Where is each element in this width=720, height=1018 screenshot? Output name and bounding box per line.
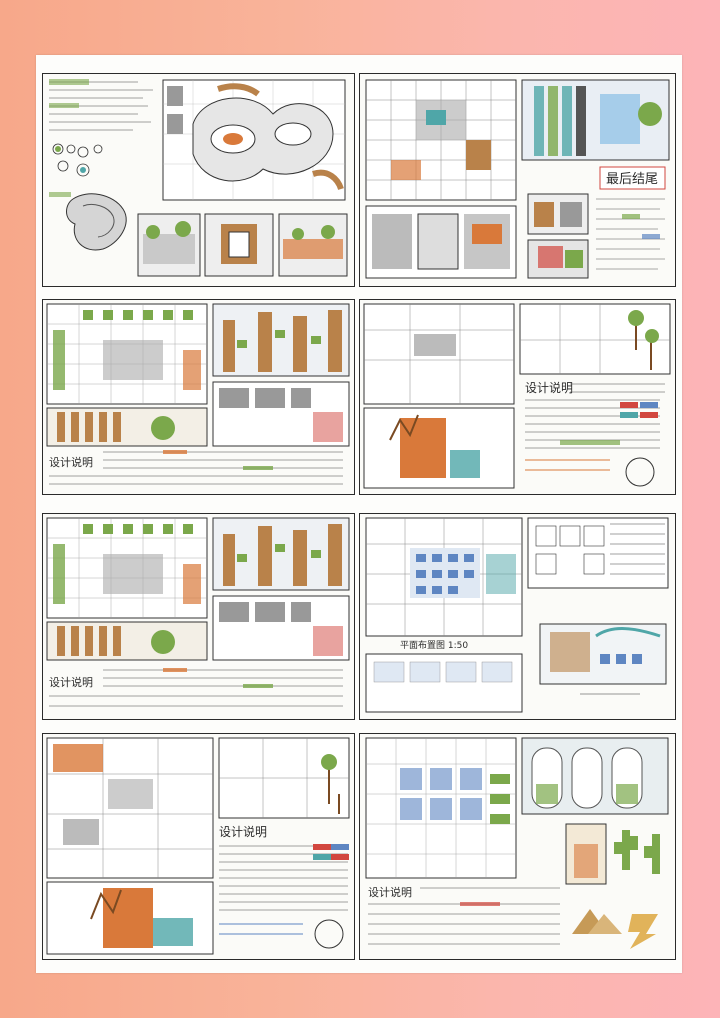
- board-row1-left: [42, 73, 355, 287]
- board-row4-left: 设计说明: [42, 733, 355, 960]
- sketch-row2-left: 设计说明: [46, 303, 350, 485]
- sketch-row1-right: 最后结尾: [365, 79, 670, 279]
- sketch-row4-left: 设计说明: [46, 737, 350, 955]
- sketch-row3-right: 平面布置图 1:50: [365, 517, 669, 713]
- board-row4-right: 设计说明: [359, 733, 676, 960]
- design-note-title: 设计说明: [368, 885, 412, 899]
- sketch-row4-right: 设计说明: [365, 737, 669, 949]
- sketch-row1-left: [49, 79, 348, 277]
- board-row1-right: 最后结尾: [359, 73, 676, 287]
- plan-caption: 平面布置图 1:50: [400, 639, 468, 651]
- board-row2-left: 设计说明: [42, 299, 355, 495]
- sketch-row3-left: 设计说明: [46, 517, 350, 707]
- design-note-title: 设计说明: [49, 675, 93, 689]
- design-note-title: 设计说明: [49, 455, 93, 469]
- caption-final: 最后结尾: [606, 172, 658, 187]
- poster-sheet: 最后结尾: [36, 55, 682, 973]
- design-note-title: 设计说明: [219, 824, 267, 839]
- design-note-title: 设计说明: [525, 380, 573, 395]
- sketch-row2-right: 设计说明: [363, 303, 671, 489]
- board-row3-left: 设计说明: [42, 513, 355, 720]
- board-row3-right: 平面布置图 1:50: [359, 513, 676, 720]
- board-row2-right: 设计说明: [359, 299, 676, 495]
